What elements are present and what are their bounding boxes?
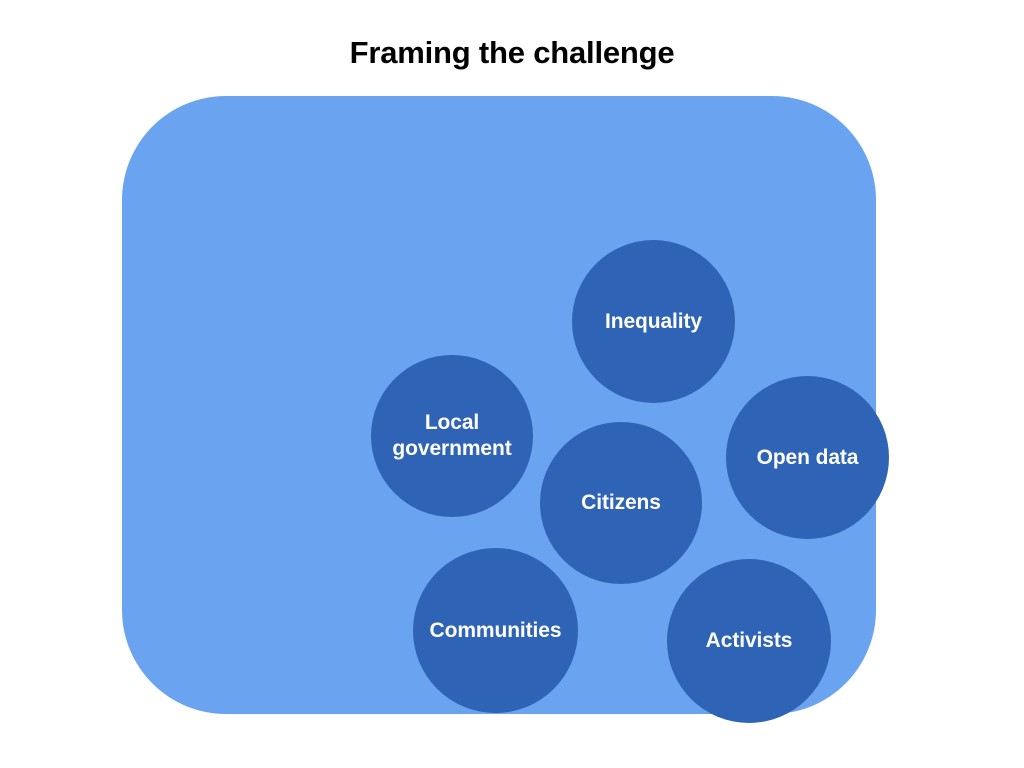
- page-title: Framing the challenge: [349, 35, 675, 70]
- bubble-label-inequality: Inequality: [604, 309, 703, 333]
- bubble-label-citizens: Citizens: [581, 491, 661, 515]
- bubble-label-activists: Activists: [705, 629, 793, 653]
- bubble-activists[interactable]: Activists: [667, 559, 831, 723]
- diagram-container-shape: Inequality Local government Open data Ci…: [122, 96, 889, 723]
- bubble-communities[interactable]: Communities: [413, 548, 578, 713]
- bubble-label-open-data: Open data: [756, 445, 859, 469]
- bubble-label-communities: Communities: [429, 618, 562, 642]
- bubble-open-data[interactable]: Open data: [726, 376, 889, 539]
- bubble-label-local-government: Local government: [392, 411, 512, 460]
- bubble-inequality[interactable]: Inequality: [572, 240, 735, 403]
- bubble-local-government[interactable]: Local government: [371, 355, 533, 517]
- bubble-citizens[interactable]: Citizens: [540, 422, 702, 584]
